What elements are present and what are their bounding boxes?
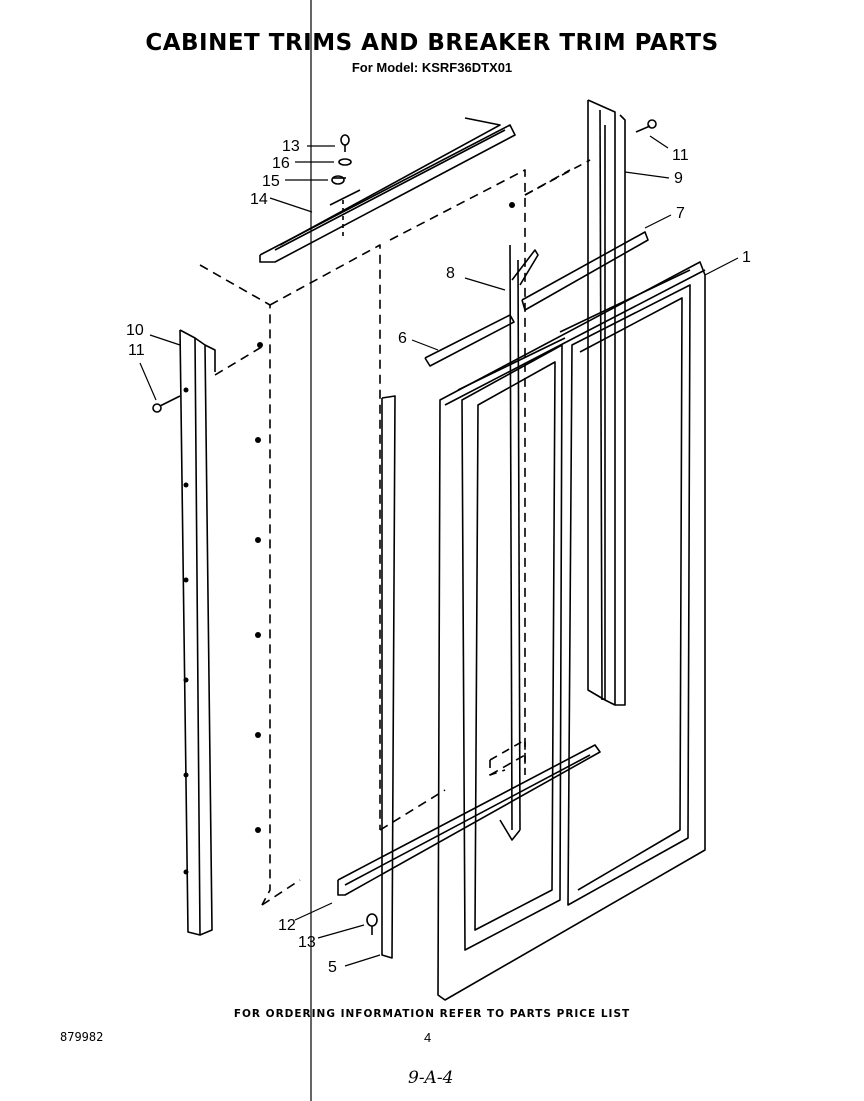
callout-5: 5 bbox=[328, 959, 337, 976]
cabinet-outline bbox=[199, 169, 571, 906]
callout-14: 14 bbox=[250, 191, 268, 208]
trim-strip-part-7 bbox=[521, 231, 649, 311]
hidden-lines bbox=[489, 159, 591, 776]
callout-16: 16 bbox=[272, 155, 290, 172]
model-subtitle: For Model: KSRF36DTX01 bbox=[351, 60, 513, 75]
callout-13-bottom: 13 bbox=[298, 934, 316, 951]
breaker-trim-frame-part-1 bbox=[437, 261, 706, 1001]
top-trim-rail-part-14 bbox=[259, 117, 516, 263]
callout-15: 15 bbox=[262, 173, 280, 190]
diagram-title: CABINET TRIMS AND BREAKER TRIM PARTS bbox=[145, 30, 719, 56]
screw-part-11-left bbox=[152, 395, 181, 413]
callout-10: 10 bbox=[126, 322, 144, 339]
ordering-note: FOR ORDERING INFORMATION REFER TO PARTS … bbox=[233, 1008, 631, 1020]
right-trim-channel-part-9 bbox=[587, 99, 626, 706]
washer-part-16 bbox=[338, 158, 352, 166]
left-trim-strip-part-10 bbox=[179, 329, 216, 936]
callout-1: 1 bbox=[742, 249, 751, 266]
screw-part-13-bottom bbox=[366, 913, 378, 935]
callout-8: 8 bbox=[446, 265, 455, 282]
screw-part-11-top bbox=[635, 119, 657, 133]
callout-11-left: 11 bbox=[128, 342, 145, 359]
page-number: 4 bbox=[424, 1030, 432, 1045]
callout-6: 6 bbox=[398, 330, 407, 347]
callout-11-top: 11 bbox=[672, 147, 689, 164]
callout-13-top: 13 bbox=[282, 138, 300, 155]
callout-9: 9 bbox=[674, 170, 683, 187]
callout-labels: 13 16 15 14 11 9 7 1 8 6 10 11 12 13 5 bbox=[126, 138, 751, 976]
center-trim-strip-part-5 bbox=[381, 395, 396, 959]
callout-7: 7 bbox=[676, 205, 685, 222]
leader-lines bbox=[139, 135, 739, 967]
screw-part-13-top bbox=[340, 134, 350, 152]
clip-part-15 bbox=[331, 175, 346, 185]
heater-wire-part-8 bbox=[499, 244, 539, 841]
trim-strip-part-6 bbox=[424, 314, 515, 367]
callout-12: 12 bbox=[278, 917, 296, 934]
document-number: 879982 bbox=[60, 1030, 104, 1044]
cabinet-screw-holes bbox=[255, 202, 515, 833]
handwritten-note: 9-A-4 bbox=[408, 1068, 454, 1088]
